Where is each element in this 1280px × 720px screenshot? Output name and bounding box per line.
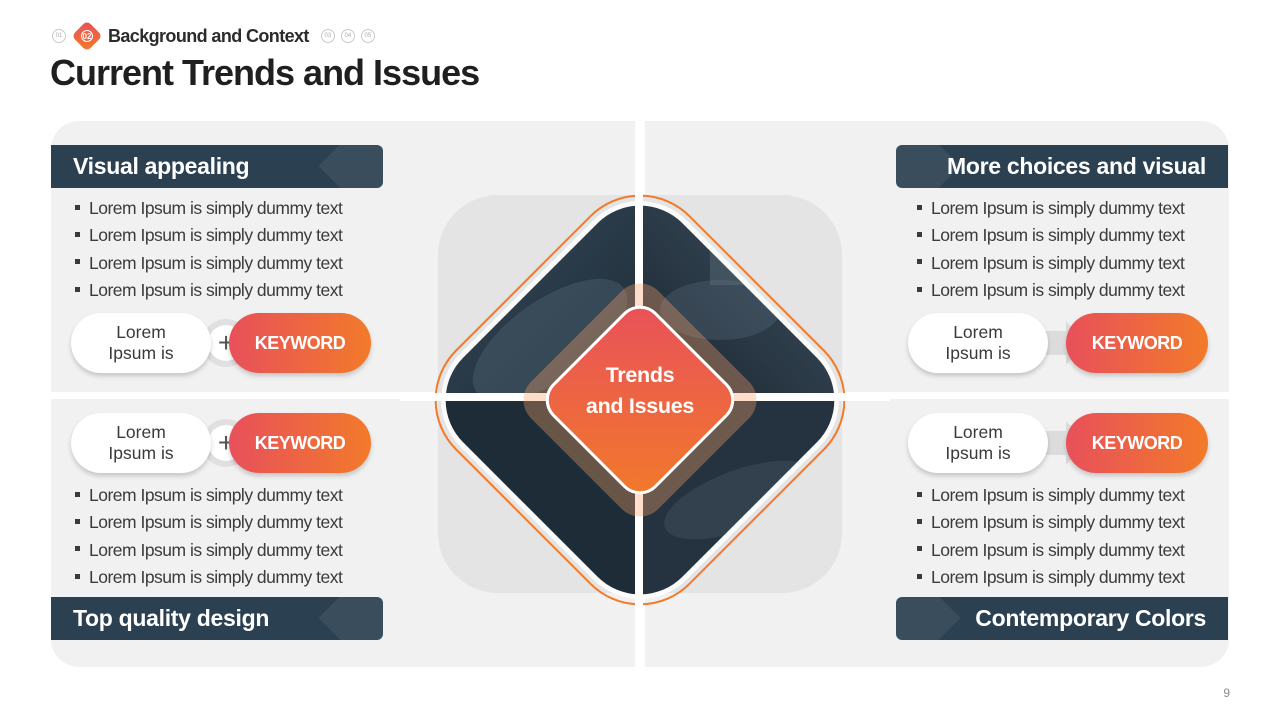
- list-item: Lorem Ipsum is simply dummy text: [917, 250, 1185, 277]
- list-item: Lorem Ipsum is simply dummy text: [75, 537, 343, 564]
- keyword-row-top-left: Lorem Ipsum is + KEYWORD: [71, 313, 371, 373]
- lorem-pill: Lorem Ipsum is: [908, 413, 1048, 473]
- keyword-pill: KEYWORD: [1066, 313, 1208, 373]
- title-contemporary-colors: Contemporary Colors: [896, 597, 1228, 640]
- list-item: Lorem Ipsum is simply dummy text: [917, 509, 1185, 536]
- list-item: Lorem Ipsum is simply dummy text: [75, 250, 343, 277]
- step-marker-active: 02: [71, 20, 103, 52]
- list-item: Lorem Ipsum is simply dummy text: [917, 482, 1185, 509]
- section-steps: 01 02 Background and Context 03 04 05: [52, 20, 377, 52]
- keyword-row-bottom-left: Lorem Ipsum is + KEYWORD: [71, 413, 371, 473]
- bullet-list-top-right: Lorem Ipsum is simply dummy text Lorem I…: [917, 195, 1185, 304]
- page-title: Current Trends and Issues: [50, 52, 480, 93]
- list-item: Lorem Ipsum is simply dummy text: [75, 277, 343, 304]
- center-label-line2: and Issues: [585, 394, 695, 418]
- list-item: Lorem Ipsum is simply dummy text: [917, 222, 1185, 249]
- title-more-choices: More choices and visual: [896, 145, 1228, 188]
- bullet-list-top-left: Lorem Ipsum is simply dummy text Lorem I…: [75, 195, 343, 304]
- keyword-pill: KEYWORD: [229, 413, 371, 473]
- list-item: Lorem Ipsum is simply dummy text: [917, 277, 1185, 304]
- step-marker: 01: [52, 29, 66, 43]
- keyword-row-bottom-right: Lorem Ipsum is KEYWORD: [908, 413, 1208, 473]
- core-diamond: [545, 305, 735, 495]
- keyword-pill: KEYWORD: [1066, 413, 1208, 473]
- list-item: Lorem Ipsum is simply dummy text: [75, 509, 343, 536]
- step-marker: 03: [320, 29, 335, 43]
- list-item: Lorem Ipsum is simply dummy text: [75, 195, 343, 222]
- list-item: Lorem Ipsum is simply dummy text: [75, 564, 343, 591]
- lorem-pill: Lorem Ipsum is: [71, 313, 211, 373]
- page-number: 9: [1223, 686, 1230, 700]
- bullet-list-bottom-left: Lorem Ipsum is simply dummy text Lorem I…: [75, 482, 343, 591]
- lorem-pill: Lorem Ipsum is: [908, 313, 1048, 373]
- list-item: Lorem Ipsum is simply dummy text: [917, 564, 1185, 591]
- bullet-list-bottom-right: Lorem Ipsum is simply dummy text Lorem I…: [917, 482, 1185, 591]
- lorem-pill: Lorem Ipsum is: [71, 413, 211, 473]
- keyword-pill: KEYWORD: [229, 313, 371, 373]
- outline-diamond: [434, 194, 846, 606]
- step-marker: 04: [340, 29, 355, 43]
- list-item: Lorem Ipsum is simply dummy text: [917, 537, 1185, 564]
- center-label: Trends and Issues: [560, 360, 720, 422]
- section-label: Background and Context: [108, 25, 309, 46]
- keyword-row-top-right: Lorem Ipsum is KEYWORD: [908, 313, 1208, 373]
- center-diamond-graphic: [400, 160, 890, 650]
- list-item: Lorem Ipsum is simply dummy text: [75, 222, 343, 249]
- list-item: Lorem Ipsum is simply dummy text: [75, 482, 343, 509]
- center-label-line1: Trends: [605, 363, 675, 387]
- step-marker: 05: [360, 29, 375, 43]
- title-visual-appealing: Visual appealing: [51, 145, 383, 188]
- title-top-quality: Top quality design: [51, 597, 383, 640]
- list-item: Lorem Ipsum is simply dummy text: [917, 195, 1185, 222]
